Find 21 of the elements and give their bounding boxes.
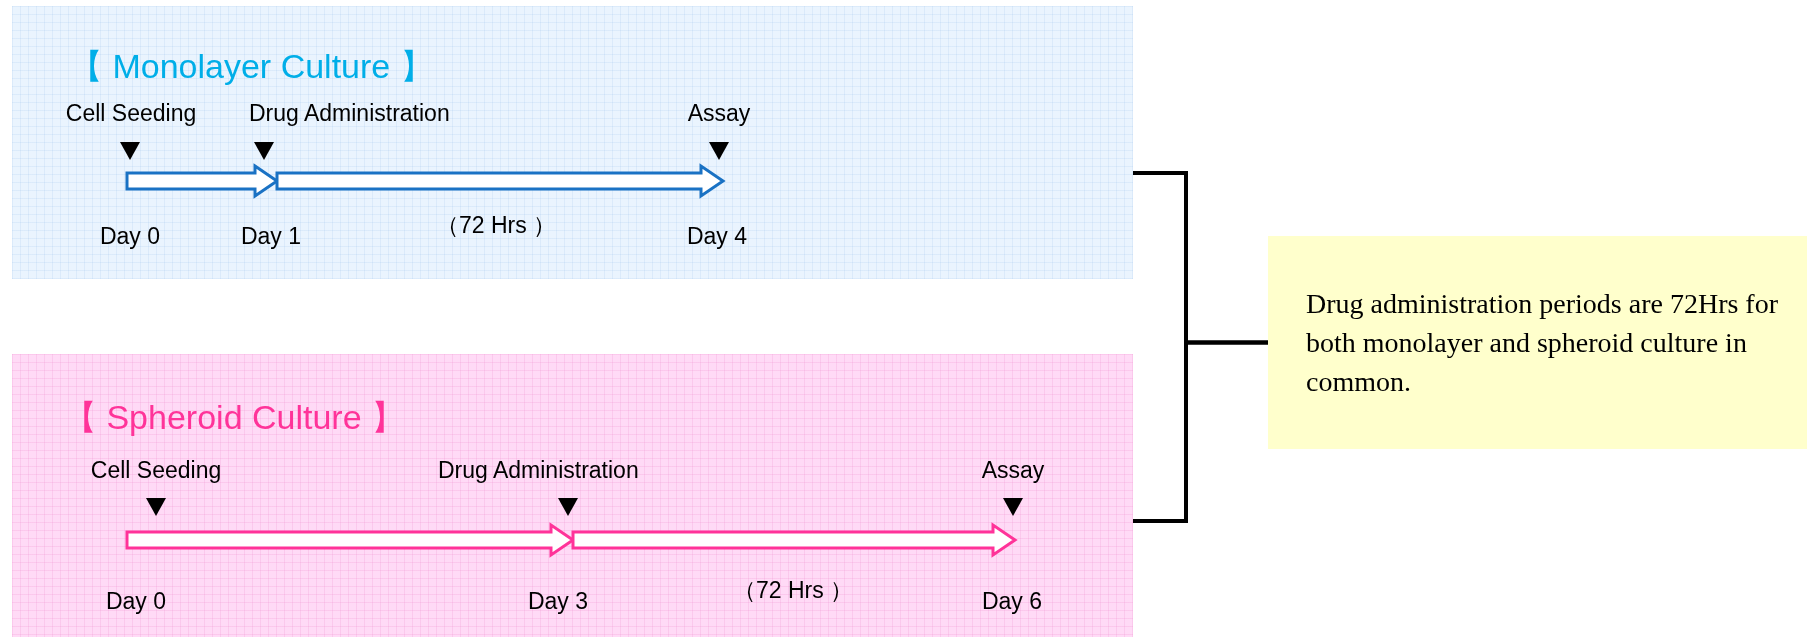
timeline-label: Cell Seeding (90, 456, 222, 484)
timeline-label: Day 4 (686, 222, 748, 250)
panel-title: 【 Monolayer Culture 】 (69, 46, 434, 87)
timeline-label: Drug Administration (249, 99, 450, 127)
timeline-label: （72 Hrs ） (435, 210, 557, 240)
timeline-label: （72 Hrs ） (732, 575, 854, 605)
bracket-connector (1133, 340, 1268, 523)
timeline-label: Assay (981, 456, 1045, 484)
timeline-label: Day 0 (99, 222, 161, 250)
note-text: Drug administration periods are 72Hrs for both monolayer and spheroid culture in common. (1306, 286, 1779, 400)
timeline-panel (12, 6, 1133, 279)
timeline-label: Cell Seeding (65, 99, 197, 127)
timeline-label: Drug Administration (438, 456, 639, 484)
timeline-label: Day 1 (240, 222, 302, 250)
timeline-label: Day 6 (981, 587, 1043, 615)
timeline-label: Day 0 (105, 587, 167, 615)
timeline-panel (12, 354, 1133, 637)
timeline-label: Assay (687, 99, 751, 127)
note-box (1268, 236, 1807, 449)
panel-title: 【 Spheroid Culture 】 (63, 397, 406, 438)
timeline-label: Day 3 (527, 587, 589, 615)
